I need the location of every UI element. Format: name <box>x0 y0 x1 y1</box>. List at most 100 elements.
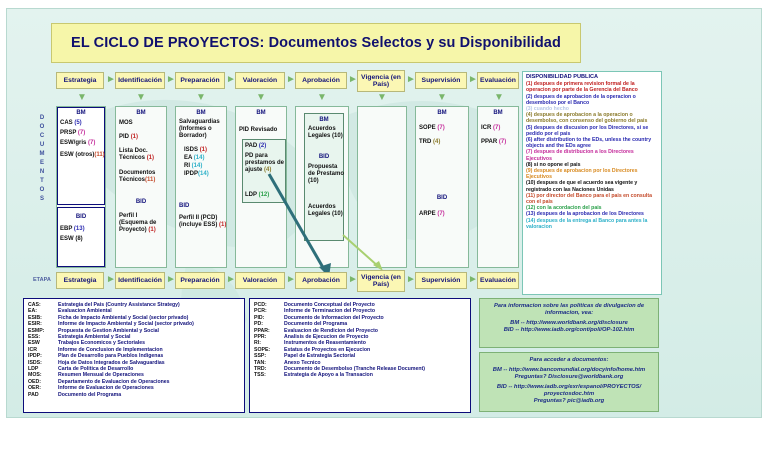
doc-name: EA <box>184 155 193 161</box>
arrow-down-icon: ▼ <box>317 92 327 103</box>
letter: O <box>39 124 45 130</box>
abbreviation-key: PPR: <box>254 334 267 341</box>
letter: U <box>39 142 45 148</box>
doc-name: PD para prestamos de ajuste <box>245 153 285 173</box>
title-text: EL CICLO DE PROYECTOS: Documentos Select… <box>71 35 561 51</box>
stage-bottom-estrategia: Estrategia <box>56 272 104 289</box>
abbreviation-key: MOS: <box>28 372 42 379</box>
abbreviation-key: IPDP: <box>28 353 42 360</box>
abbreviation-key: PCR: <box>254 308 267 315</box>
abbreviations-left: CAS:Estrategia del Pais (Country Assista… <box>23 298 245 413</box>
abbreviation-key: LDP <box>28 366 39 373</box>
availability-code: (1) <box>146 155 155 161</box>
bid-section: BID EBP (13) ESW (8) <box>57 207 105 267</box>
letter: T <box>40 178 44 184</box>
availability-code: (1) <box>148 227 156 233</box>
abbreviation-value: Departamento de Evaluacion de Operacione… <box>58 378 170 385</box>
legend-item: (2) despues de aprobacion de la operacio… <box>526 93 636 106</box>
letter: S <box>39 196 44 202</box>
stage-top-estrategia: Estrategia <box>56 72 104 89</box>
doc-item: SOPE (7) <box>419 125 445 132</box>
availability-code: (7) <box>437 125 445 131</box>
availability-code: (8) <box>75 236 83 242</box>
abbreviation-row: PPR:Analisis de Ejecucion de Proyecto <box>254 334 466 340</box>
stage-top-valoracion: Valoración <box>235 72 285 89</box>
stage-label: Valoración <box>242 76 278 84</box>
letter: M <box>39 151 45 157</box>
legend-item: (7) despues de distribucion a los Direct… <box>526 149 634 162</box>
abbreviation-value: Informe de Conclusion de Implementacion <box>58 346 163 353</box>
abbreviation-value: Informe de Evaluacion de Operaciones <box>58 385 154 392</box>
doc-name: ESW/gris <box>60 140 87 146</box>
abbreviation-row: SSP:Papel de Estrategia Sectorial <box>254 353 466 359</box>
doc-item: PID (1) <box>119 134 138 141</box>
availability-code: (7) <box>77 130 86 136</box>
stage-label: Valoración <box>242 276 278 284</box>
doc-item: EA (14) <box>184 155 204 162</box>
doc-item: RI (14) <box>184 163 202 170</box>
doc-name: IPDP <box>184 171 199 177</box>
arrow-down-icon: ▼ <box>136 92 146 103</box>
bm-header: BM <box>136 110 146 116</box>
abbreviation-value: Documento de Desembolso (Tranche Release… <box>284 366 425 373</box>
doc-name: PAD <box>245 143 258 149</box>
abbreviation-row: SOPE:Estatus de Proyectos en Ejecucion <box>254 347 466 353</box>
doc-item: Acuerdos Legales (10) <box>308 126 344 140</box>
info-policies-box: Para informacion sobre las politicas de … <box>479 298 659 348</box>
doc-name: Documentos Técnicos <box>119 170 156 183</box>
arrow-right-icon: ► <box>106 274 116 285</box>
stage-label: Evaluación <box>480 276 516 284</box>
doc-name: LDP <box>245 192 257 198</box>
abbreviation-value: Papel de Estrategia Sectorial <box>284 353 356 360</box>
abbreviation-value: Estrategia del Pais (Country Assistance … <box>58 302 180 308</box>
doc-item: ISDS (1) <box>184 147 207 154</box>
legend-item: (1) despues de primera revision formal d… <box>526 81 638 94</box>
doc-item: Lista Doc. Técnicos (1) <box>119 148 165 162</box>
abbreviation-value: Propuesta de Gestion Ambiental y Social <box>58 327 159 334</box>
doc-item: ESW (otros)(11) <box>60 152 106 159</box>
legend-item: (14) despues de la entrega al Banco para… <box>526 217 648 230</box>
abbreviation-value: Plan de Desarrollo para Pueblos Indigena… <box>58 353 164 360</box>
doc-name: ARPE <box>419 211 436 217</box>
stage-label: Evaluación <box>480 76 516 84</box>
abbreviation-key: ESMP: <box>28 327 45 334</box>
abbreviation-row: TRD:Documento de Desembolso (Tranche Rel… <box>254 366 466 372</box>
letter: C <box>39 133 45 139</box>
stage-label: Supervisión <box>421 276 461 284</box>
arrow-right-icon: ► <box>406 74 416 85</box>
bid-header: BID <box>318 154 330 160</box>
doc-item: PPAR (7) <box>481 139 506 146</box>
abbreviation-key: PAD <box>28 391 39 398</box>
abbreviation-value: Hoja de Datos Integrados de Salvaguardia… <box>58 359 165 366</box>
abbreviation-key: ESW <box>28 340 40 347</box>
info-line: BM -- http://www.bancomundial.org/docyin… <box>492 367 646 373</box>
stage-bottom-supervision: Supervisión <box>415 272 467 289</box>
abbreviation-key: ISDS: <box>28 359 42 366</box>
documentos-vertical-label: D O C U M E N T O S <box>33 114 51 204</box>
stage-label: Aprobación <box>302 276 340 284</box>
availability-code: (1) <box>130 134 139 140</box>
abbreviation-key: OER: <box>28 385 41 392</box>
legend-item: (8) si no opone el pais <box>526 161 581 168</box>
doc-name: Perfil II (PCD) (incluye ESS) <box>179 215 218 228</box>
doc-item: Perfil II (PCD) (incluye ESS) (1) <box>179 215 227 229</box>
info-line: BM -- http://www.worldbank.org/disclosur… <box>510 320 628 326</box>
availability-code: (12) <box>258 192 270 198</box>
abbreviation-row: ESIB:Ficha de Impacto Ambiental y Social… <box>28 315 240 321</box>
availability-code: (11) <box>145 177 156 183</box>
doc-item: CAS (5) <box>60 120 82 127</box>
doc-name: Propuesta de Prestamo <box>308 164 345 177</box>
bid-header: BID <box>75 214 87 220</box>
abbreviation-row: ISDS: Hoja de Datos Integrados de Salvagu… <box>28 360 240 366</box>
stage-label: Preparación <box>180 76 220 84</box>
availability-code: (7) <box>498 139 507 145</box>
legend-item: (5) despues de discusion por los Directo… <box>526 124 649 137</box>
doc-item: IPDP(14) <box>184 171 209 178</box>
abbreviation-row: TSS:Estrategia de Apoyo a la Transacion <box>254 372 466 378</box>
abbreviation-value: Documento de Informacion del Proyecto <box>284 314 384 321</box>
legend-item: (12) con la acordacion del pais <box>526 205 602 212</box>
doc-item: ESW/gris (7) <box>60 140 95 147</box>
column-preparacion: BM Salvaguardias (Informes o Borrador) I… <box>175 106 227 268</box>
